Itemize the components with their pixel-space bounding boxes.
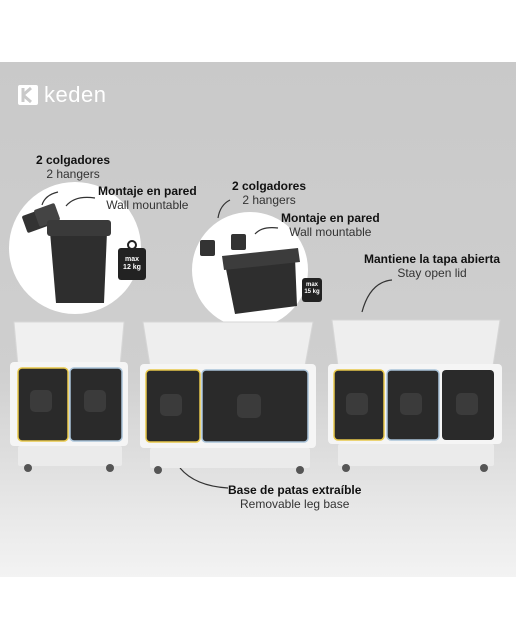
callout-wall-left: Montaje en pared Wall mountable [98,184,197,213]
callout-stay-open-en: Stay open lid [397,265,467,280]
callout-hangers-middle-es: 2 colgadores [232,179,307,193]
keden-k-logo-icon [18,85,38,105]
weight-icon-middle [302,278,322,302]
callout-hangers-left-en: 2 hangers [46,166,100,181]
brand-name: keden [44,82,107,107]
callout-stay-open: Mantiene la tapa abierta Stay open lid [364,252,501,281]
weight-badge-middle: max 15 kg [302,282,322,296]
brand-logo: keden [18,82,106,108]
callout-stay-open-es: Mantiene la tapa abierta [364,252,501,266]
callout-hangers-middle-en: 2 hangers [242,192,296,207]
weight-badge-left: max 12 kg [121,256,143,272]
arrow-stay-open [361,279,393,313]
callout-wall-left-en: Wall mountable [106,197,189,212]
callout-wall-middle-en: Wall mountable [289,224,372,239]
weight-icon-left [118,240,146,280]
weight-badge-middle-max: max [305,282,318,288]
callout-leg-base-es: Base de patas extraíble [228,483,362,497]
callout-leg-base-en: Removable leg base [240,496,350,511]
arrow-wall-left [65,196,96,207]
callout-wall-middle: Montaje en pared Wall mountable [281,211,380,240]
callout-leg-base: Base de patas extraíble Removable leg ba… [228,483,362,512]
small-bucket-left [47,220,111,303]
arrow-wall-middle [254,227,279,235]
bin-two-compartment-large [140,321,316,474]
callout-hangers-left-es: 2 colgadores [36,153,111,167]
arrow-hangers-middle [217,199,231,219]
callout-hangers-middle: 2 colgadores 2 hangers [232,179,307,208]
bin-two-compartment [10,321,128,472]
weight-badge-left-value: 12 kg [123,264,141,272]
callout-wall-middle-es: Montaje en pared [281,211,380,225]
arrow-leg-base [179,467,229,489]
weight-badge-middle-value: 15 kg [304,288,320,295]
callout-wall-left-es: Montaje en pared [98,184,197,198]
weight-badge-left-max: max [124,256,139,263]
arrow-hangers-left [41,191,59,206]
callout-hangers-left: 2 colgadores 2 hangers [36,153,111,182]
bin-three-compartment [328,319,502,472]
hanger-pair-middle [200,234,246,256]
small-bucket-middle [222,248,300,314]
